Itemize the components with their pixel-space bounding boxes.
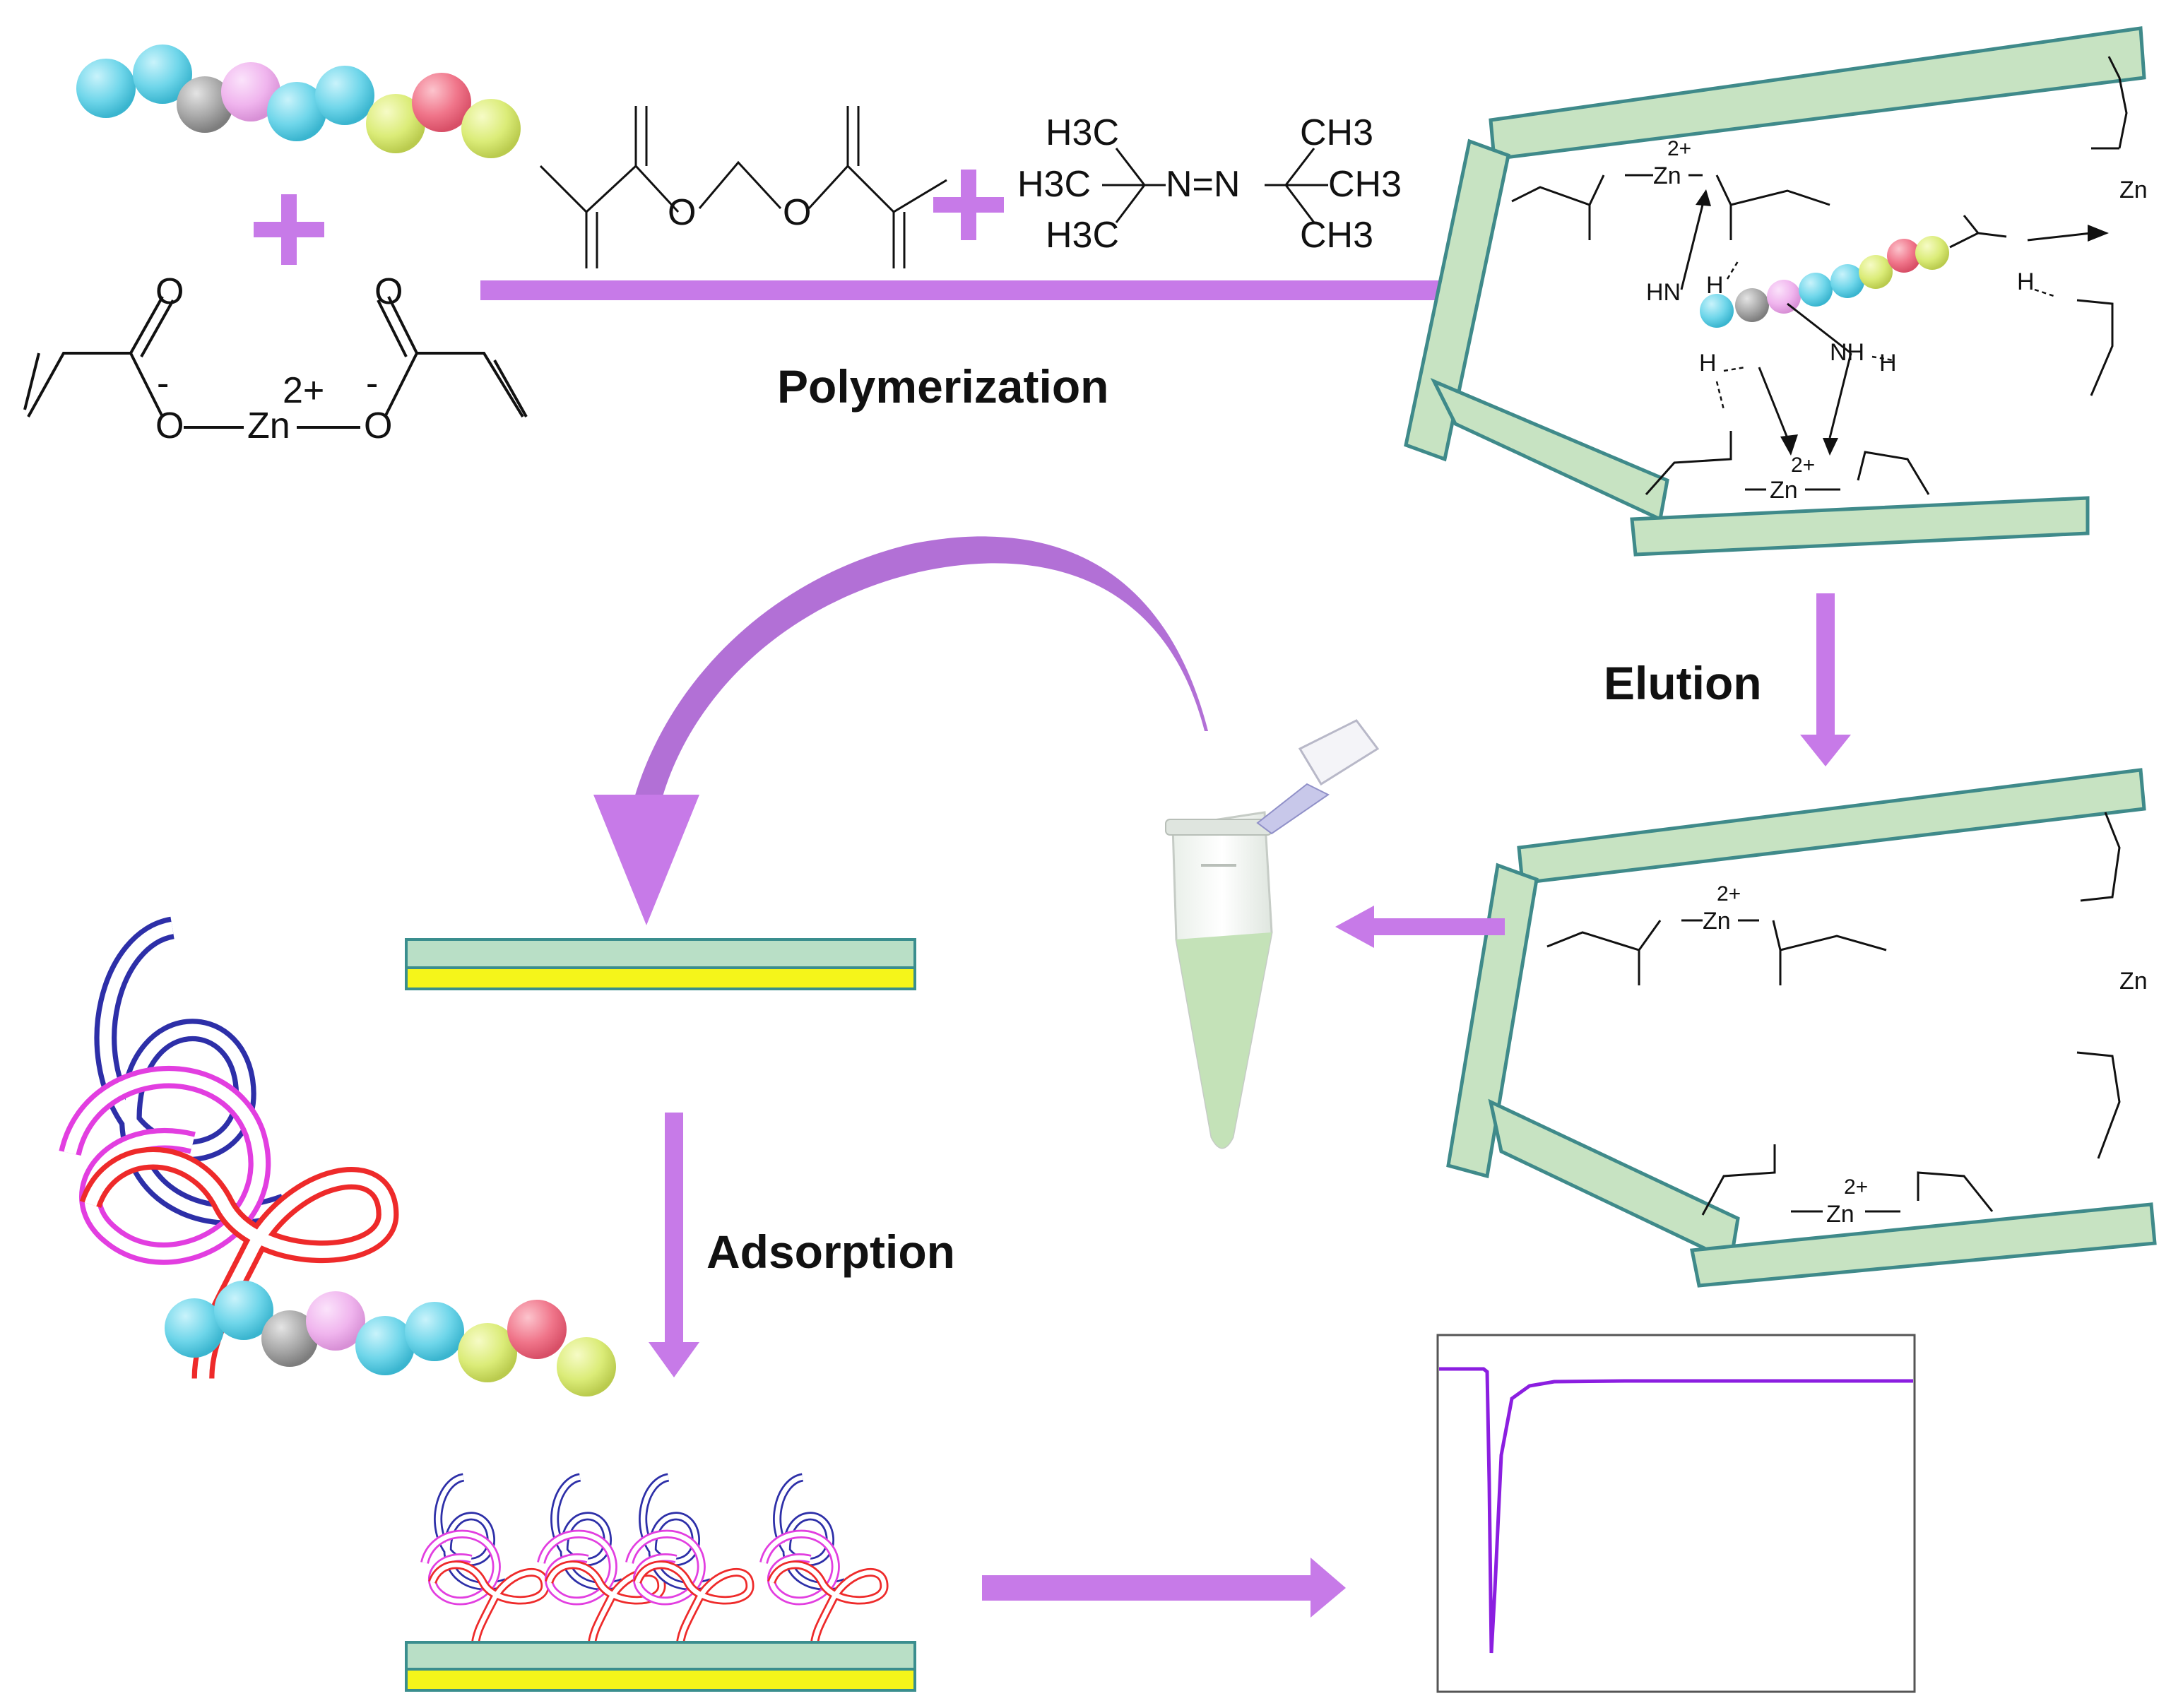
svg-text:2+: 2+ (1791, 453, 1815, 477)
svg-text:2+: 2+ (1717, 882, 1741, 906)
svg-text:Zn: Zn (1653, 162, 1681, 189)
svg-text:2+: 2+ (1667, 137, 1691, 160)
svg-text:Zn: Zn (1770, 477, 1798, 504)
svg-text:2+: 2+ (283, 370, 324, 411)
svg-text:2+: 2+ (1844, 1175, 1868, 1199)
svg-text:Zn: Zn (2119, 968, 2148, 995)
polymerization-label: Polymerization (777, 360, 1108, 413)
polymerization-arrow (480, 267, 1480, 314)
imprinted-cavity-empty: Zn 2+ Zn Zn 2+ (1446, 768, 2157, 1288)
signal-plot (1436, 1334, 1916, 1693)
svg-text:N=N: N=N (1166, 164, 1240, 205)
elution-arrow (1800, 593, 1851, 766)
sensor-chip-loaded (405, 1478, 916, 1692)
curved-return-arrow (593, 536, 1208, 925)
elution-label: Elution (1604, 657, 1762, 709)
svg-text:H: H (1699, 350, 1717, 376)
adsorption-label: Adsorption (706, 1226, 955, 1278)
zinc-acrylate-monomer: O O - Zn 2+ O - O (23, 271, 528, 446)
svg-text:O: O (783, 192, 811, 233)
svg-text:CH3: CH3 (1300, 215, 1373, 256)
svg-text:HN: HN (1646, 279, 1681, 306)
plus-sign-1 (254, 194, 324, 265)
svg-text:O: O (668, 192, 696, 233)
imprinted-cavity-with-template: Zn 2+ HN H H Zn (1404, 26, 2148, 557)
svg-text:H3C: H3C (1017, 164, 1091, 205)
svg-text:H3C: H3C (1046, 112, 1119, 153)
svg-text:NH: NH (1830, 339, 1864, 366)
svg-text:Zn: Zn (1826, 1201, 1854, 1228)
svg-text:Zn: Zn (247, 405, 290, 446)
azo-initiator: H3C H3C H3C N=N CH3 CH3 CH3 (1017, 112, 1402, 256)
arrow-to-tube (1335, 906, 1505, 948)
arrow-to-signal (982, 1558, 1346, 1618)
svg-text:-: - (366, 363, 378, 404)
sensor-chip-bare (405, 938, 916, 990)
svg-text:O: O (155, 271, 184, 312)
eppendorf-tube (1165, 719, 1380, 1149)
svg-text:H3C: H3C (1046, 215, 1119, 256)
plus-sign-2 (933, 170, 1004, 240)
svg-text:H: H (1879, 350, 1897, 376)
svg-text:H: H (2017, 268, 2035, 295)
svg-text:CH3: CH3 (1300, 112, 1373, 153)
svg-text:CH3: CH3 (1328, 164, 1402, 205)
svg-text:Zn: Zn (1703, 908, 1731, 935)
svg-text:Zn: Zn (2119, 177, 2148, 203)
crosslinker-molecule: O O (539, 106, 947, 268)
svg-text:O: O (155, 405, 184, 446)
adsorption-arrow (649, 1113, 699, 1377)
svg-text:O: O (374, 271, 403, 312)
template-beads-bottom (165, 1281, 616, 1396)
peptide-template-beads (76, 45, 521, 158)
svg-text:-: - (157, 363, 169, 404)
